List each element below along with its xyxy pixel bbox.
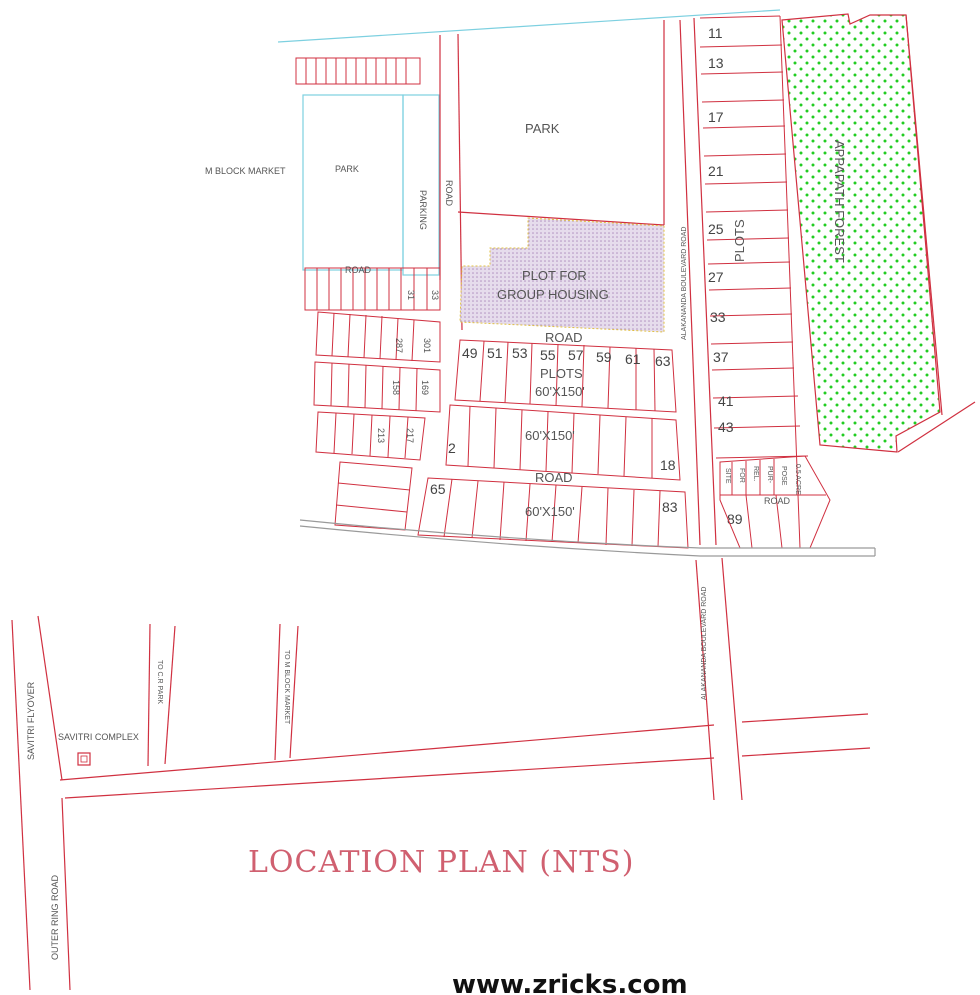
- small-park-label: PARK: [335, 164, 359, 174]
- plot-number-2: 2: [448, 440, 456, 456]
- group-housing-label-2: GROUP HOUSING: [497, 287, 609, 302]
- svg-text:49: 49: [462, 345, 478, 361]
- group-housing-label-1: PLOT FOR: [522, 268, 587, 283]
- right-plots-column: [699, 15, 809, 549]
- plots-row-mid: [445, 404, 681, 481]
- plot-size-1: 60'X150': [535, 384, 585, 399]
- svg-text:55: 55: [540, 347, 556, 363]
- svg-text:43: 43: [718, 419, 734, 435]
- group-housing-plot: [459, 217, 665, 333]
- svg-text:158: 158: [391, 380, 401, 395]
- road-vertical-label: ROAD: [444, 180, 454, 207]
- plots-right-label: PLOTS: [732, 219, 747, 262]
- svg-text:33: 33: [430, 290, 440, 300]
- plot-size-2: 60'X150': [525, 428, 575, 443]
- plots-row-top: [454, 339, 677, 413]
- plan-title: LOCATION PLAN (NTS): [248, 845, 635, 880]
- svg-text:169: 169: [420, 380, 430, 395]
- svg-text:25: 25: [708, 221, 724, 237]
- top-boundary-line: [277, 9, 781, 43]
- svg-text:FOR: FOR: [738, 468, 745, 483]
- main-road-upper: [679, 17, 717, 546]
- right-column-numbers: 11 13 17 21 25 27 33 37 41 43 89: [708, 25, 743, 527]
- plot-number-83: 83: [662, 499, 678, 515]
- forest-bottom-edge: [897, 401, 976, 453]
- savitri-complex-marker-inner: [80, 755, 88, 763]
- main-road-lower: [695, 557, 743, 801]
- forest-label: APPAPATH FOREST: [832, 140, 847, 263]
- outer-ring-road-label: OUTER RING ROAD: [50, 874, 60, 960]
- svg-text:59: 59: [596, 349, 612, 365]
- plot-number-65: 65: [430, 481, 446, 497]
- left-cluster-plots: [304, 267, 441, 531]
- row-top-numbers: 49 51 53 55 57 59 61 63: [462, 345, 671, 369]
- savitri-complex-label: SAVITRI COMPLEX: [58, 732, 139, 742]
- forest-edge-right: [905, 14, 943, 416]
- svg-text:213: 213: [376, 428, 386, 443]
- horizontal-main-road: [299, 519, 876, 557]
- svg-text:REL.: REL.: [752, 466, 759, 482]
- svg-text:21: 21: [708, 163, 724, 179]
- svg-text:217: 217: [405, 428, 415, 443]
- plots-mid-label: PLOTS: [540, 366, 583, 381]
- m-block-market-label: M BLOCK MARKET: [205, 166, 286, 176]
- svg-text:51: 51: [487, 345, 503, 361]
- svg-text:27: 27: [708, 269, 724, 285]
- svg-text:11: 11: [708, 25, 723, 41]
- forest-area: [781, 13, 941, 453]
- outer-ring-road: [11, 615, 71, 991]
- road-left-label: ROAD: [345, 265, 372, 275]
- right-lower-labels: SITE FOR REL. PUR- POSE 0.5 ACRE: [724, 464, 801, 495]
- svg-text:287: 287: [394, 338, 404, 353]
- main-road-bottom-label: ALAKANANDA BOULEVARD ROAD: [701, 587, 708, 700]
- svg-text:POSE: POSE: [780, 466, 787, 486]
- svg-text:53: 53: [512, 345, 528, 361]
- main-park-outline: [457, 20, 665, 226]
- top-left-plot-strip: [295, 57, 421, 85]
- left-cluster-numbers: 287 301 158 169 213 217 31 33: [376, 290, 440, 443]
- svg-text:13: 13: [708, 55, 724, 71]
- vertical-road-left: [439, 33, 463, 331]
- road-mid-label: ROAD: [545, 330, 583, 345]
- svg-text:57: 57: [568, 347, 584, 363]
- watermark: www.zricks.com: [452, 970, 688, 995]
- plot-number-18: 18: [660, 457, 676, 473]
- svg-text:31: 31: [406, 290, 416, 300]
- plot-size-3: 60'X150': [525, 504, 575, 519]
- savitri-complex-marker: [77, 752, 91, 766]
- svg-text:301: 301: [422, 338, 432, 353]
- small-park: [302, 94, 404, 271]
- svg-text:0.5 ACRE: 0.5 ACRE: [794, 464, 801, 495]
- road-bottom-label: ROAD: [535, 470, 573, 485]
- svg-text:SITE: SITE: [724, 468, 731, 484]
- savitri-flyover-label: SAVITRI FLYOVER: [26, 681, 36, 760]
- svg-text:61: 61: [625, 351, 641, 367]
- svg-text:PUR-: PUR-: [766, 466, 773, 484]
- svg-text:37: 37: [713, 349, 729, 365]
- to-m-block-market-label: TO M BLOCK MARKET: [283, 650, 290, 725]
- to-cr-park-label: TO C.R PARK: [156, 660, 163, 704]
- main-park-label: PARK: [525, 121, 560, 136]
- lower-horizontal-roads: [59, 713, 871, 799]
- parking-label: PARKING: [418, 190, 428, 230]
- svg-text:17: 17: [708, 109, 724, 125]
- road-right-label: ROAD: [764, 496, 791, 506]
- svg-text:89: 89: [727, 511, 743, 527]
- svg-text:33: 33: [710, 309, 726, 325]
- parking-strip: [402, 94, 440, 276]
- main-road-top-label: ALAKANANDA BOULEVARD ROAD: [681, 227, 688, 340]
- svg-text:63: 63: [655, 353, 671, 369]
- side-streets: [147, 623, 299, 767]
- svg-text:41: 41: [718, 393, 734, 409]
